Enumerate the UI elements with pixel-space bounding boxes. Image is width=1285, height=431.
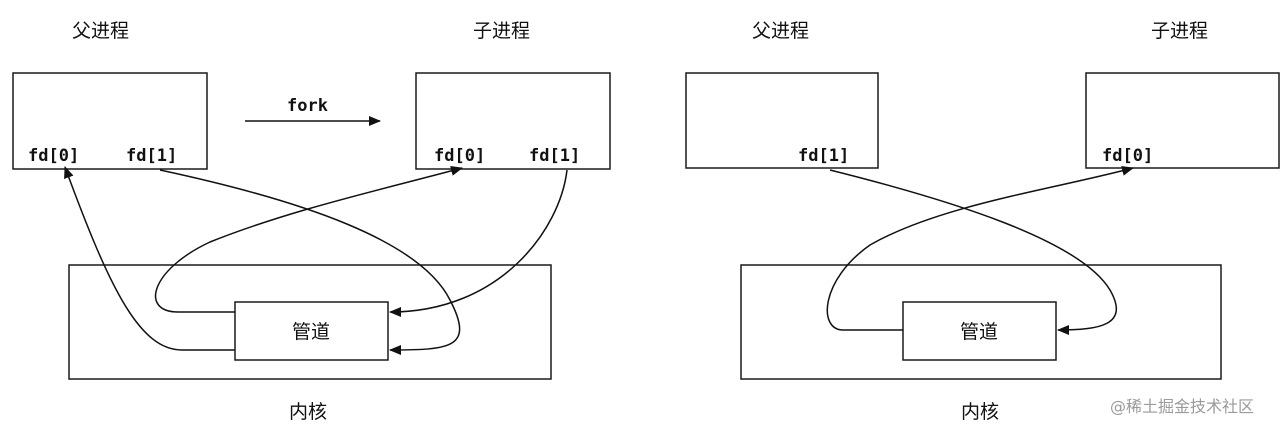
right-parent-process-box: [685, 72, 879, 169]
right-pipe-label: 管道: [960, 321, 998, 343]
arrow-pipe-to-child-fd0: [154, 166, 463, 313]
left-parent-fd0: fd[0]: [28, 146, 79, 166]
left-kernel-box: [68, 264, 552, 380]
right-pipe-box: [902, 301, 1057, 361]
arrow-child-fd1-to-pipe: [389, 169, 568, 317]
arrow-parent-fd1-to-pipe: [159, 169, 461, 355]
arrow-pipe-to-child-fd0-right: [826, 165, 1134, 331]
right-child-fd0: fd[0]: [1102, 146, 1153, 166]
left-pipe-label: 管道: [292, 321, 330, 343]
right-child-process-label: 子进程: [1151, 20, 1208, 42]
left-child-process-label: 子进程: [473, 20, 530, 42]
left-child-fd0: fd[0]: [434, 146, 485, 166]
right-kernel-box: [740, 264, 1222, 380]
watermark: @稀土掘金技术社区: [1110, 397, 1254, 416]
left-parent-fd1: fd[1]: [126, 146, 177, 166]
right-diagram: 父进程 子进程 fd[1] fd[0] 管道 内核: [685, 20, 1280, 423]
fork-label: fork: [287, 96, 328, 116]
right-child-process-box: [1085, 72, 1280, 169]
left-parent-process-box: [12, 72, 208, 170]
left-parent-process-label: 父进程: [72, 20, 129, 42]
right-parent-process-label: 父进程: [752, 20, 809, 42]
left-child-fd1: fd[1]: [529, 146, 580, 166]
arrow-pipe-to-parent-fd0: [64, 166, 235, 351]
left-child-process-box: [415, 72, 611, 170]
left-kernel-label: 内核: [289, 401, 327, 423]
left-pipe-box: [234, 301, 389, 361]
right-parent-fd1: fd[1]: [798, 146, 849, 166]
left-diagram: 父进程 子进程 fd[0] fd[1] fd[0] fd[1] fork 管道 …: [12, 20, 611, 423]
arrow-parent-fd1-to-pipe-right: [829, 169, 1117, 335]
right-kernel-label: 内核: [961, 401, 999, 423]
